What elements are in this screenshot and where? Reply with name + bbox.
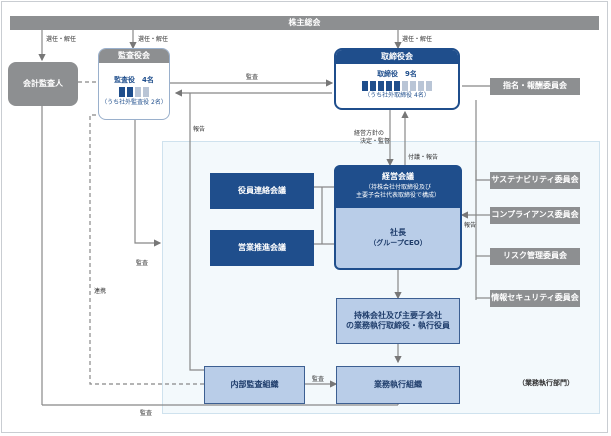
person-icon: [418, 81, 424, 92]
audit-board-count: 監査役 4名: [114, 75, 154, 84]
person-icon: [135, 86, 141, 97]
accounting-auditor: 会計監査人: [8, 62, 78, 106]
compliance-committee: コンプライアンス委員会: [490, 207, 580, 224]
president: 社長 （グループCEO）: [336, 207, 460, 268]
executive-officers: 持株会社及び主要子会社 の業務執行取締役・執行役員: [336, 298, 460, 344]
line-audit-exec: [134, 120, 162, 247]
executives-line-2: の業務執行取締役・執行役員: [346, 321, 450, 330]
management-note-2: 主要子会社代表取締役で構成）: [355, 192, 440, 200]
label-appoint-3: 選任・解任: [402, 36, 433, 43]
board-people: [362, 81, 432, 92]
audit-board-title: 監査役会: [118, 50, 150, 60]
business-execution-org: 業務執行組織: [336, 366, 460, 404]
risk-label: リスク管理委員会: [503, 251, 567, 261]
infosec-label: 情報セキュリティ委員会: [491, 293, 579, 303]
nomination-committee: 指名・報酬委員会: [490, 78, 580, 95]
audit-board: 監査役会 監査役 4名 （うち社外監査役 2名）: [98, 48, 170, 120]
person-icon: [370, 81, 376, 92]
shareholders-meeting: 株主総会: [10, 16, 599, 30]
sales-meeting: 営業推進会議: [210, 230, 314, 266]
label-report-1: 報告: [193, 126, 206, 133]
management-title: 経営会議: [382, 172, 414, 181]
board-count: 取締役 9名: [377, 70, 417, 79]
person-icon: [410, 81, 416, 92]
infosec-committee: 情報セキュリティ委員会: [490, 290, 580, 307]
person-icon: [402, 81, 408, 92]
label-decision-2: 決定・監督: [360, 138, 391, 145]
audit-board-note: （うち社外監査役 2名）: [101, 98, 167, 106]
sales-meeting-label: 営業推進会議: [238, 242, 286, 252]
person-icon: [127, 86, 133, 97]
nomination-label: 指名・報酬委員会: [503, 81, 567, 91]
officers-meeting: 役員連絡会議: [210, 173, 314, 209]
president-title: 社長: [390, 228, 406, 238]
label-audit-3: 監査: [312, 376, 325, 383]
audit-board-head: 監査役会: [99, 49, 169, 63]
president-sub: （グループCEO）: [369, 238, 427, 247]
risk-committee: リスク管理委員会: [490, 248, 580, 265]
board-title: 取締役会: [381, 51, 413, 61]
label-audit-arrow: 監査: [246, 74, 259, 81]
compliance-label: コンプライアンス委員会: [491, 210, 579, 220]
label-audit-4: 監査: [140, 410, 153, 417]
label-report-2: 報告: [464, 222, 477, 229]
person-icon: [426, 81, 432, 92]
dash-audit-internal: [89, 114, 204, 385]
board-head: 取締役会: [336, 50, 458, 64]
business-org-label: 業務執行組織: [374, 379, 422, 389]
label-decision: 経営方針の: [354, 130, 385, 137]
person-icon: [143, 86, 149, 97]
person-icon: [394, 81, 400, 92]
officers-meeting-label: 役員連絡会議: [238, 185, 286, 195]
executives-line-1: 持株会社及び主要子会社: [354, 310, 442, 320]
board-note: （うち社外取締役 4名）: [364, 92, 430, 100]
sustainability-label: サステナビリティ委員会: [491, 175, 579, 185]
audit-people: [119, 86, 149, 97]
management-note-1: （持株会社付取締役及び: [364, 184, 431, 192]
person-icon: [386, 81, 392, 92]
management-meeting: 経営会議 （持株会社付取締役及び 主要子会社代表取締役で構成） 社長 （グループ…: [334, 165, 462, 270]
internal-audit-org: 内部監査組織: [204, 366, 305, 404]
label-appoint-2: 選任・解任: [138, 36, 169, 43]
line-internal-report: [189, 93, 204, 371]
person-icon: [119, 86, 125, 97]
label-appoint-1: 選任・解任: [46, 36, 77, 43]
sustainability-committee: サステナビリティ委員会: [490, 172, 580, 189]
board-of-directors: 取締役会 取締役 9名 （うち社外取締役 4名）: [334, 48, 460, 110]
label-cooperate: 連携: [94, 288, 107, 295]
exec-dept-label: （業務執行部門）: [518, 379, 574, 387]
label-consult: 付議・報告: [408, 154, 439, 161]
person-icon: [362, 81, 368, 92]
person-icon: [378, 81, 384, 92]
line-committees: [475, 170, 490, 181]
label-audit-2: 監査: [136, 260, 149, 267]
internal-audit-label: 内部監査組織: [230, 379, 279, 389]
shareholders-label: 株主総会: [288, 17, 321, 27]
auditor-label: 会計監査人: [23, 78, 63, 88]
